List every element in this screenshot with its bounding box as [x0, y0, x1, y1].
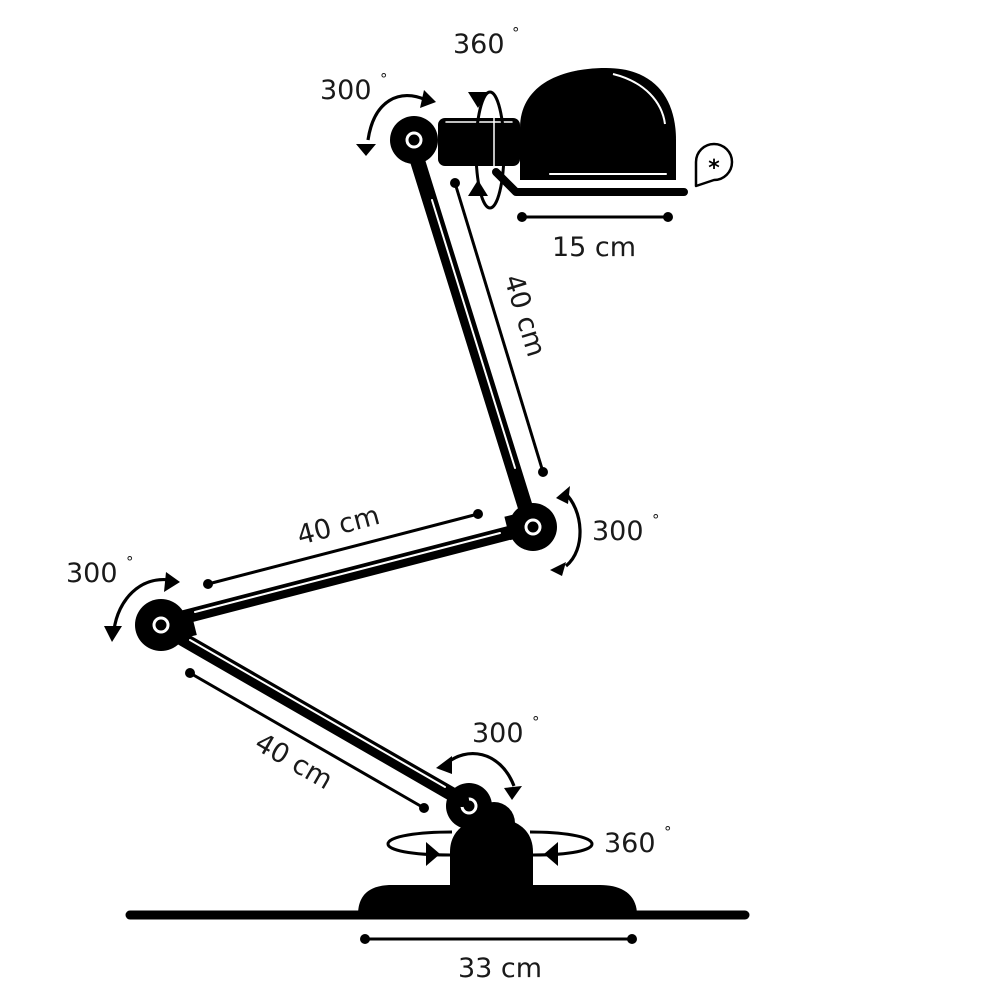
upper-elbow-arrow-top: [556, 486, 570, 504]
shade-highlight-curve: [612, 73, 666, 125]
upper-elbow-pivot: [524, 518, 542, 536]
upper-arm-dimension: [450, 178, 548, 477]
head-tilt-arrowhead-end: [420, 90, 436, 108]
lower-elbow-joint: [135, 599, 187, 651]
base-swivel-label: 360: [604, 828, 656, 859]
upper-arm-highlight: [431, 199, 516, 469]
upper-elbow-tilt-degree: °: [652, 511, 660, 529]
middle-arm-highlight: [194, 532, 501, 613]
lower-elbow-clamp: [169, 609, 197, 641]
lamp-shade: [520, 68, 676, 180]
head-joint: [390, 116, 438, 164]
head-swivel-label: 360: [453, 29, 505, 60]
base-width-label: 33 cm: [458, 953, 542, 984]
lower-arm-highlight: [189, 639, 446, 788]
upper-elbow-clamp: [504, 511, 530, 541]
upper-elbow-tilt-arc: [562, 490, 582, 568]
lower-arm-length-label: 40 cm: [250, 727, 338, 796]
head-swivel-arrow-up: [468, 180, 488, 196]
lamp-neck: [438, 118, 520, 166]
middle-arm-dimension: [203, 509, 483, 589]
head-swivel-degree: °: [512, 24, 520, 42]
base-swivel-arrow-right: [544, 842, 558, 866]
lower-elbow-tilt-arc: [112, 578, 171, 631]
head-tilt-arrowhead-start: [356, 144, 376, 156]
head-joint-pivot: [405, 131, 423, 149]
shade-width-dimension: [517, 212, 673, 222]
base-joint-tilt-label: 300: [472, 718, 524, 749]
base-swivel-arrow-left: [426, 842, 440, 866]
head-tilt-degree: °: [380, 70, 388, 88]
head-swivel-loop: [474, 90, 506, 210]
lower-elbow-arrow-top: [164, 572, 180, 592]
base-swivel-loop-right: [529, 830, 594, 857]
lower-elbow-arrow-bottom: [104, 626, 122, 642]
base-joint-tilt-degree: °: [532, 713, 540, 731]
head-swivel-arrow-down: [468, 92, 488, 108]
head-tilt-arc: [366, 94, 427, 141]
base-dome: [450, 818, 533, 886]
lower-elbow-tilt-degree: °: [126, 553, 134, 571]
light-bulb-asterisk-icon: *: [694, 142, 734, 188]
base-width-dimension: [360, 934, 637, 944]
lower-arm-dimension: [185, 668, 429, 813]
base-joint-arrow-left: [436, 756, 452, 774]
base-joint-tilt-arc: [444, 752, 516, 787]
middle-arm-length-label: 40 cm: [294, 500, 383, 552]
upper-arm: [404, 135, 538, 530]
upper-elbow-arrow-bottom: [550, 562, 566, 576]
base-swivel-loop-left: [386, 830, 453, 857]
shade-width-label: 15 cm: [552, 232, 636, 263]
lower-elbow-pivot: [152, 616, 170, 634]
lower-elbow-tilt-label: 300: [66, 558, 118, 589]
svg-text:*: *: [708, 156, 720, 181]
middle-arm: [158, 521, 535, 629]
base-joint-arrow-right: [504, 786, 522, 800]
head-tilt-label: 300: [320, 75, 372, 106]
upper-elbow-tilt-label: 300: [592, 516, 644, 547]
lower-arm: [153, 619, 469, 807]
lamp-base: [358, 885, 637, 915]
base-swivel-degree: °: [664, 823, 672, 841]
